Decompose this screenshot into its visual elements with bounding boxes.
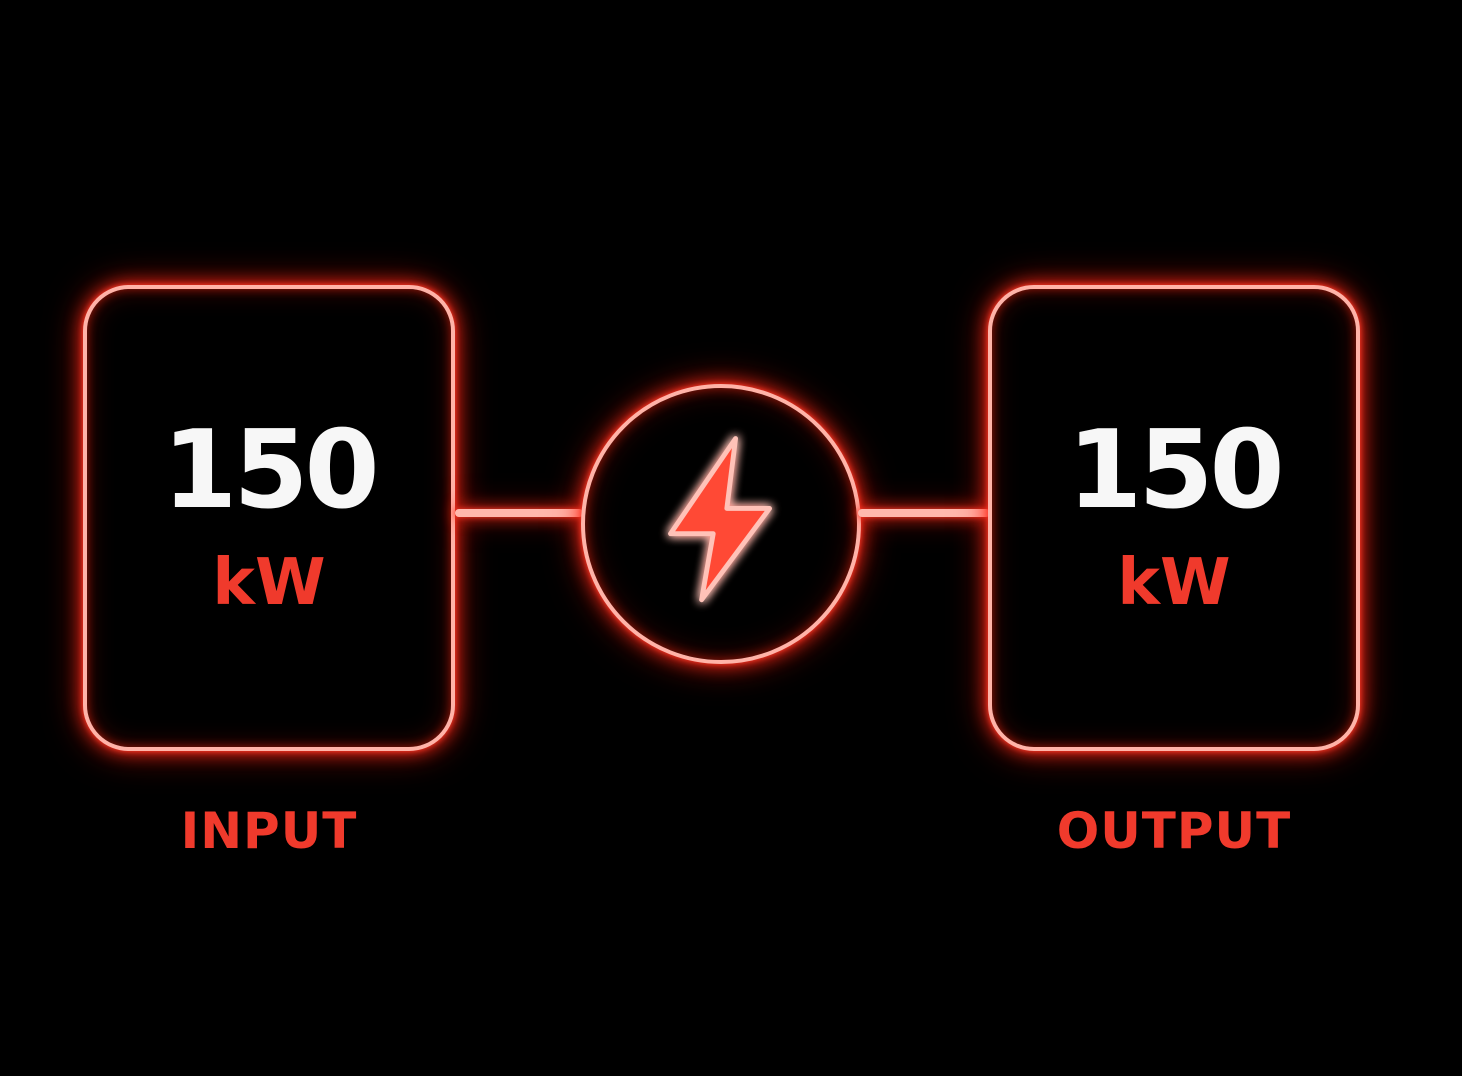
input-value: 150 [162,408,379,533]
output-panel: 150 kW [988,285,1360,751]
output-connector-line [858,509,990,517]
output-unit: kW [1117,546,1231,620]
power-hub [581,384,861,664]
input-unit: kW [212,546,326,620]
input-label: INPUT [180,802,358,860]
output-label: OUTPUT [1056,802,1292,860]
lightning-bolt-icon [668,436,772,603]
output-value: 150 [1067,408,1284,533]
input-panel: 150 kW [83,285,455,751]
input-connector-line [455,509,583,517]
